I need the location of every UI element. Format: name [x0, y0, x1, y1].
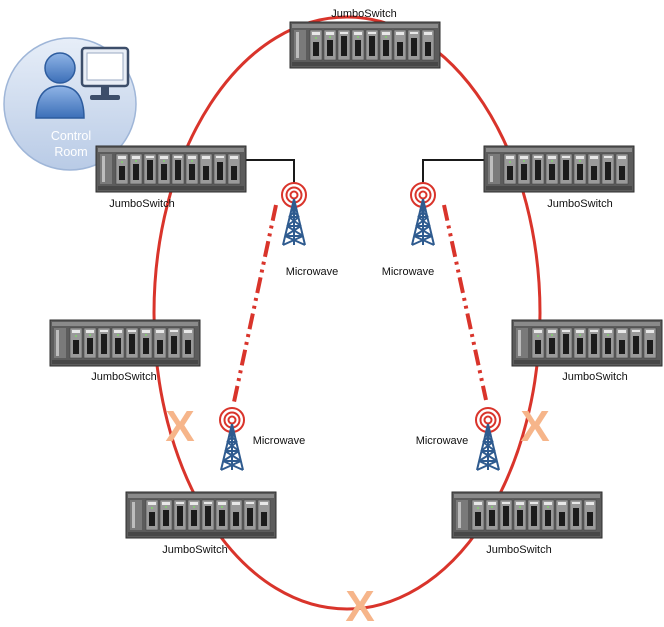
microwave-tower-upper-left: Microwave [281, 182, 339, 278]
switch-upper-left: JumboSwitch [95, 145, 247, 210]
switch-icon [483, 145, 635, 193]
control-room-label-line2: Room [54, 145, 87, 159]
control-room-label-line1: Control [51, 129, 91, 143]
switch-lower-right: JumboSwitch [451, 491, 603, 556]
microwave-tower-lower-right: Microwave [416, 407, 501, 471]
microwave-tower-icon [281, 182, 307, 246]
switch-middle-left: JumboSwitch [49, 319, 201, 383]
switch-lower-left: JumboSwitch [125, 491, 277, 556]
switch-middle-right: JumboSwitch [511, 319, 663, 383]
monitor-icon [80, 46, 130, 100]
switch-top: JumboSwitch [289, 8, 441, 69]
operator-icon [35, 52, 85, 119]
microwave-tower-icon [475, 407, 501, 471]
fiber-ring [152, 15, 542, 611]
break-mark-left: X [165, 402, 194, 451]
switch-label: JumboSwitch [547, 198, 612, 210]
switch-label: JumboSwitch [331, 8, 396, 20]
switch-icon [511, 319, 663, 367]
microwave-label: Microwave [416, 435, 469, 447]
wire-left [232, 159, 295, 184]
switch-label: JumboSwitch [91, 371, 156, 383]
switch-label: JumboSwitch [562, 371, 627, 383]
switch-icon [49, 319, 201, 367]
microwave-label: Microwave [253, 435, 306, 447]
break-mark-bottom: X [345, 582, 374, 627]
microwave-tower-icon [219, 407, 245, 471]
switch-label: JumboSwitch [162, 544, 227, 556]
microwave-link-right [442, 204, 488, 401]
switch-upper-right: JumboSwitch [483, 145, 635, 210]
wire-right [422, 159, 486, 183]
break-mark-right: X [520, 402, 549, 451]
microwave-label: Microwave [382, 266, 435, 278]
switch-icon [451, 491, 603, 539]
microwave-label: Microwave [286, 266, 339, 278]
microwave-tower-upper-right: Microwave [382, 182, 436, 278]
control-room: Control Room [3, 37, 137, 171]
microwave-tower-lower-left: Microwave [219, 407, 306, 471]
switch-icon [125, 491, 277, 539]
switch-label: JumboSwitch [109, 198, 174, 210]
switch-icon [95, 145, 247, 193]
switch-label: JumboSwitch [486, 544, 551, 556]
microwave-link-left [232, 204, 278, 403]
switch-icon [289, 21, 441, 69]
microwave-tower-icon [410, 182, 436, 246]
